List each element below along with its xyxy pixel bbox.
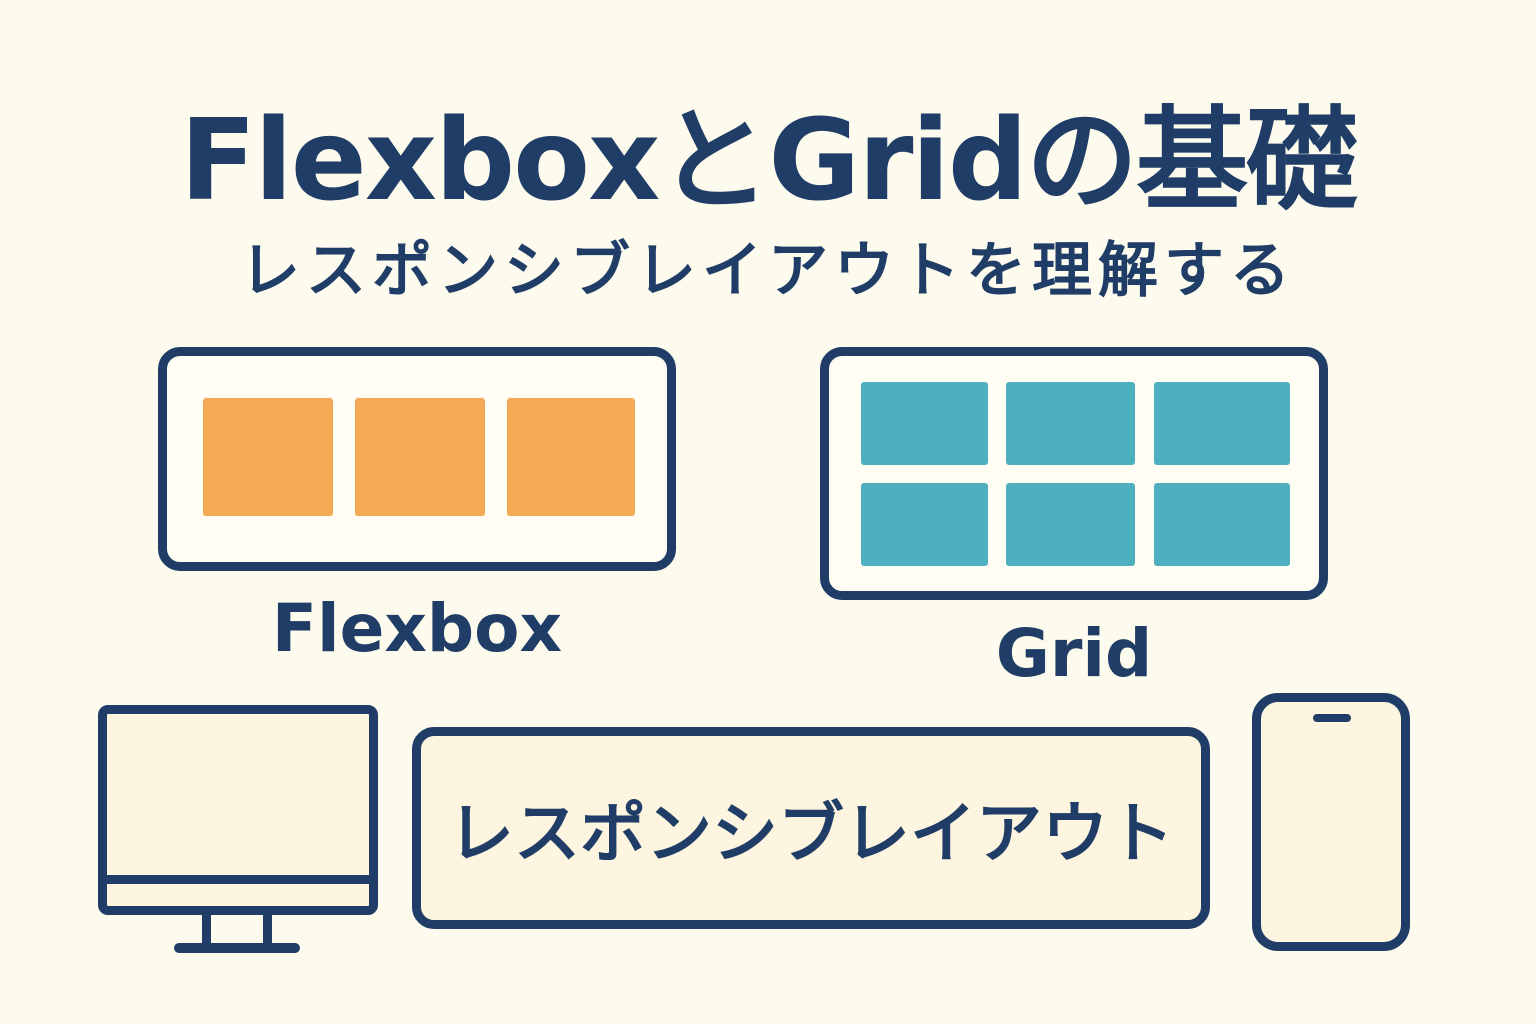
- grid-item: [1006, 382, 1135, 465]
- flex-item: [507, 398, 635, 516]
- grid-label: Grid: [995, 615, 1153, 692]
- grid-item: [1154, 483, 1290, 566]
- page-title: FlexboxとGridの基礎: [179, 96, 1358, 226]
- desktop-monitor-icon: [98, 705, 380, 955]
- smartphone-icon: [1252, 693, 1410, 951]
- grid-item: [1154, 382, 1290, 465]
- flex-item: [203, 398, 333, 516]
- flexbox-container: [158, 347, 676, 571]
- grid-item: [1006, 483, 1135, 566]
- grid-item: [861, 483, 988, 566]
- grid-item: [861, 382, 988, 465]
- responsive-layout-label: レスポンシブレイアウト: [448, 795, 1174, 872]
- flexbox-label: Flexbox: [271, 590, 563, 667]
- responsive-layout-box: レスポンシブレイアウト: [412, 727, 1210, 929]
- grid-container: [820, 347, 1328, 600]
- flex-item: [355, 398, 485, 516]
- page-subtitle: レスポンシブレイアウトを理解する: [240, 236, 1296, 306]
